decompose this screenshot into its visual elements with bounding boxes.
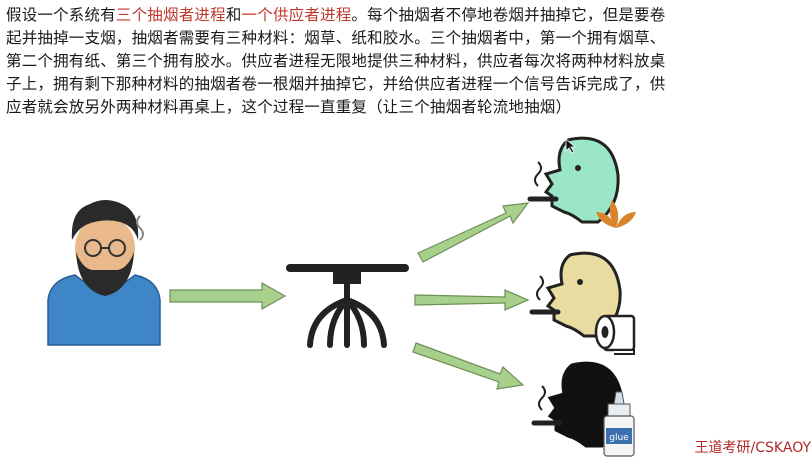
arrow-table-to-smoker2	[414, 289, 530, 311]
problem-description: 假设一个系统有三个抽烟者进程和一个供应者进程。每个抽烟者不停地卷烟并抽掉它，但是…	[6, 4, 806, 119]
glue-label: glue	[609, 433, 629, 443]
mouse-cursor-icon	[565, 138, 577, 154]
watermark: 王道考研/CSKAOY	[694, 440, 811, 456]
arrow-table-to-smoker1	[417, 202, 530, 263]
smoker-tobacco-icon	[527, 136, 620, 224]
glue-bottle-icon	[603, 391, 635, 457]
smoker-paper-icon	[529, 251, 622, 338]
description-line-2: 起并抽掉一支烟，抽烟者需要有三种材料：烟草、纸和胶水。三个抽烟者中，第一个拥有烟…	[6, 29, 666, 47]
arrow-table-to-smoker3	[412, 342, 525, 390]
description-line-3: 第二个拥有纸、第三个拥有胶水。供应者进程无限地提供三种材料，供应者每次将两种材料…	[6, 52, 666, 70]
description-line-1: 假设一个系统有三个抽烟者进程和一个供应者进程。每个抽烟者不停地卷烟并抽掉它，但是…	[6, 6, 666, 24]
description-line-4: 子上，拥有剩下那种材料的抽烟者卷一根烟并抽掉它，并给供应者进程一个信号告诉完成了…	[6, 75, 666, 93]
highlight-supplier: 一个供应者进程	[241, 6, 352, 24]
description-line-5: 应者就会放另外两种材料再桌上，这个过程一直重复（让三个抽烟者轮流地抽烟）	[6, 98, 572, 116]
supplier-icon	[47, 200, 161, 346]
arrow-supplier-to-table	[169, 281, 287, 311]
table-icon	[286, 264, 409, 348]
highlight-smokers: 三个抽烟者进程	[115, 6, 226, 24]
tobacco-leaves-icon	[596, 200, 636, 228]
toilet-paper-icon	[594, 314, 636, 355]
